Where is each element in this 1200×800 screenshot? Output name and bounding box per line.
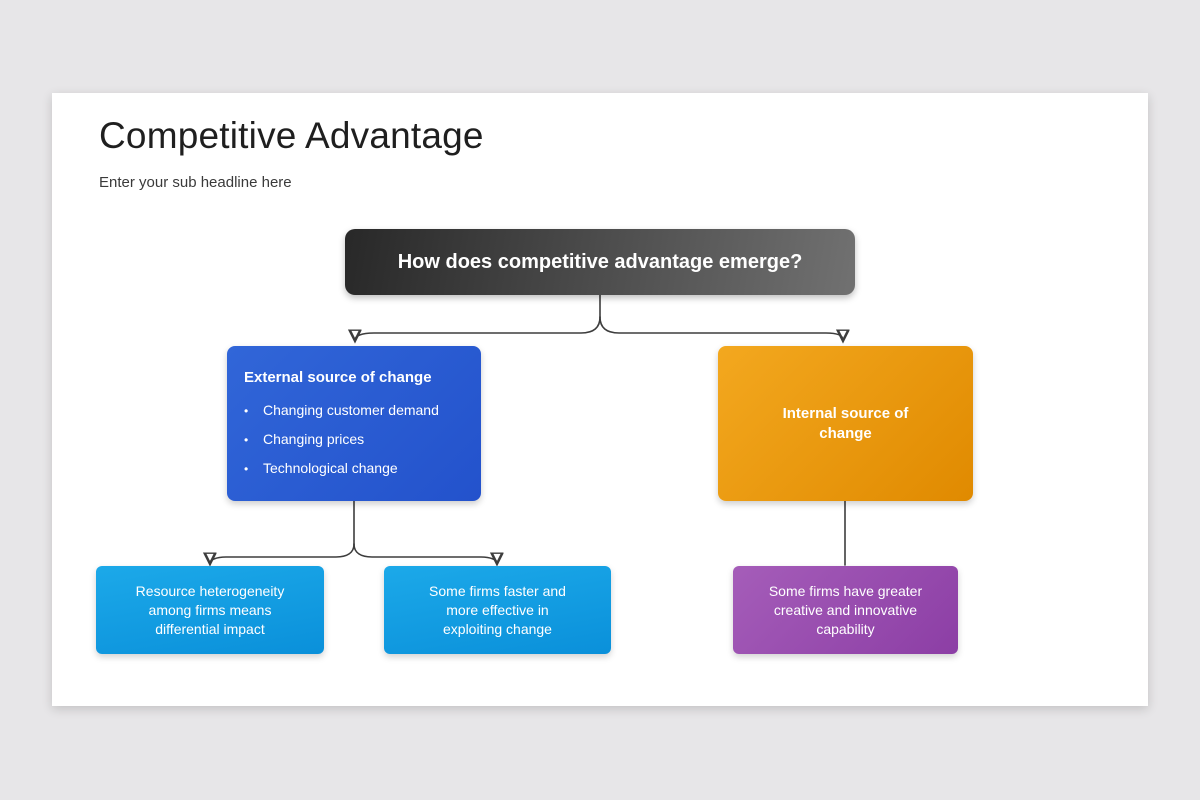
node-root-label: How does competitive advantage emerge? <box>397 250 803 273</box>
leaf-label: Some firms have greater creative and inn… <box>768 582 923 637</box>
connector-external-to-leaf2 <box>353 543 497 563</box>
connector-root-to-external <box>355 316 601 340</box>
bullet-dot-icon: • <box>244 462 249 476</box>
bullet-text: Changing customer demand <box>263 402 439 418</box>
node-internal-source: Internal source of change <box>718 346 973 501</box>
node-leaf-resource-heterogeneity: Resource heterogeneity among firms means… <box>96 566 324 654</box>
connector-root-to-internal <box>599 316 843 340</box>
leaf-label: Resource heterogeneity among firms means… <box>135 582 285 637</box>
bullet-text: Technological change <box>263 460 398 476</box>
node-leaf-creative-capability: Some firms have greater creative and inn… <box>733 566 958 654</box>
node-external-source: External source of change • Changing cus… <box>227 346 481 501</box>
page-title: Competitive Advantage <box>99 115 484 156</box>
external-bullet-list: • Changing customer demand • Changing pr… <box>244 401 467 479</box>
node-internal-label: Internal source of change <box>782 404 909 442</box>
bullet-item: • Changing prices <box>244 430 467 450</box>
bullet-item: • Changing customer demand <box>244 401 467 421</box>
connector-external-to-leaf1 <box>210 543 355 563</box>
slide: Competitive Advantage Enter your sub hea… <box>52 93 1148 706</box>
node-root-question: How does competitive advantage emerge? <box>345 229 855 295</box>
bullet-text: Changing prices <box>263 431 365 447</box>
node-external-heading: External source of change <box>244 369 432 386</box>
leaf-label: Some firms faster and more effective in … <box>429 582 566 637</box>
bullet-dot-icon: • <box>244 433 249 447</box>
bullet-dot-icon: • <box>244 404 249 418</box>
node-leaf-faster-exploiting: Some firms faster and more effective in … <box>384 566 611 654</box>
page-subtitle: Enter your sub headline here <box>99 174 292 191</box>
bullet-item: • Technological change <box>244 459 467 479</box>
